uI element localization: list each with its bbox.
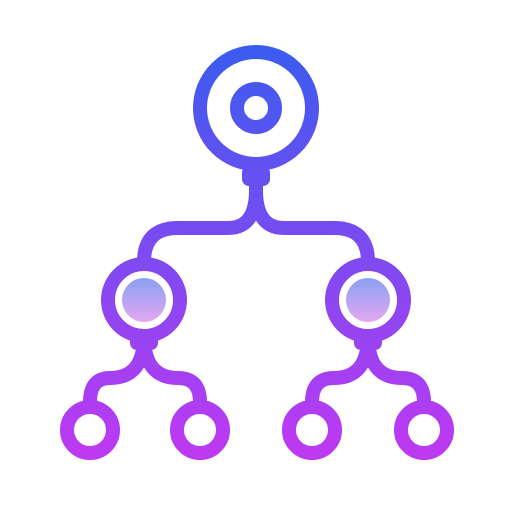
root-branch-left <box>137 183 263 271</box>
leaf-node-2 <box>170 400 230 460</box>
tree-connectors <box>83 153 431 409</box>
left-branch-right <box>137 329 207 409</box>
middle-node-right <box>325 257 411 343</box>
right-branch-right <box>361 329 431 409</box>
leaf-node-1 <box>60 400 120 460</box>
root-node <box>193 45 319 171</box>
middle-node-right-fill <box>346 278 390 322</box>
middle-node-left-fill <box>122 278 166 322</box>
root-joint <box>242 166 270 186</box>
root-branch-right <box>249 183 375 271</box>
leaf-node-3 <box>282 400 342 460</box>
root-node-inner-ring <box>230 82 282 134</box>
leaf-node-4 <box>394 400 454 460</box>
middle-node-left <box>101 257 187 343</box>
leaf-nodes <box>60 400 454 460</box>
